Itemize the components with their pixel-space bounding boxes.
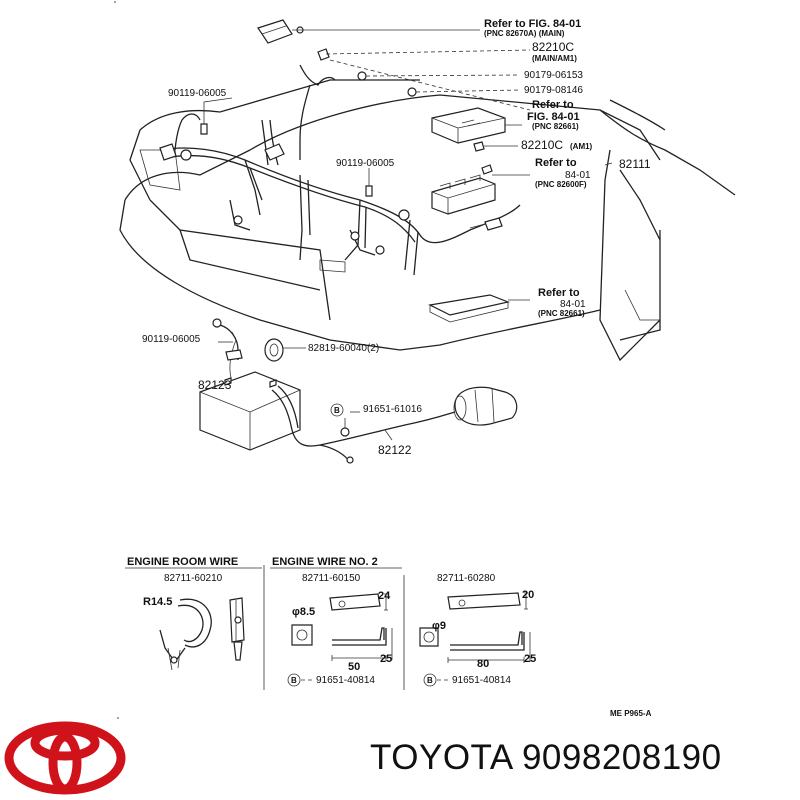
label-82210c-main-sub: (MAIN/AM1) — [532, 54, 577, 63]
label-refer-c-fig: 84-01 — [565, 170, 591, 181]
label-82819: 82819-60040(2) — [308, 343, 379, 354]
detail-section: ENGINE ROOM WIRE ENGINE WIRE NO. 2 82711… — [114, 1, 652, 719]
part-82711-60280: 82711-60280 — [437, 573, 496, 584]
dim-25a: 25 — [380, 653, 392, 665]
dim-dia-8-5: φ8.5 — [292, 606, 315, 618]
part-82711-60210: 82711-60210 — [164, 573, 223, 584]
dim-25b: 25 — [524, 653, 536, 665]
label-82122: 82122 — [378, 443, 412, 457]
label-90119-c: 90119-06005 — [142, 334, 201, 345]
label-refer-d-fig: 84-01 — [560, 299, 586, 310]
nut-90179-08146 — [407, 87, 521, 97]
dim-radius: R14.5 — [143, 596, 172, 608]
starter-cable-82122 — [271, 385, 456, 464]
bolt-90119-b — [365, 168, 373, 197]
label-refer-b-pnc: (PNC 82661) — [532, 122, 579, 131]
heading-engine-wire-no2: ENGINE WIRE NO. 2 — [272, 556, 378, 568]
label-refer-main-pnc: (PNC 82670A) (MAIN) — [484, 29, 565, 38]
clamp-82711-60210: R14.5 — [143, 596, 245, 671]
label-91651-61016: 91651-61016 — [363, 404, 422, 415]
clamp-91651-61016 — [340, 418, 350, 437]
bolt-91651-40814-a: 91651-40814 — [316, 675, 375, 686]
main-connector-82670A — [257, 19, 480, 44]
label-90179-08146: 90179-08146 — [524, 85, 583, 96]
circled-b-2: B — [291, 676, 297, 685]
starter-motor — [453, 386, 518, 426]
lower-block-82661 — [428, 294, 530, 323]
label-circled-b-1: B — [334, 406, 340, 415]
label-82111: 82111 — [619, 157, 651, 171]
sheet-code: ME P965-A — [610, 709, 652, 718]
brand-part-number: TOYOTA 9098208190 — [370, 738, 722, 777]
label-90119-b: 90119-06005 — [336, 158, 395, 169]
toyota-logo-icon — [4, 721, 126, 795]
label-refer-c-pnc: (PNC 82600F) — [535, 180, 587, 189]
fuse-82210c-main — [317, 48, 531, 61]
dim-50: 50 — [348, 661, 360, 673]
heading-engine-room-wire: ENGINE ROOM WIRE — [127, 556, 238, 568]
circled-b-3: B — [427, 676, 433, 685]
label-refer-d-pnc: (PNC 82661) — [538, 309, 585, 318]
label-refer-d: Refer to — [538, 287, 580, 299]
dim-dia-9: φ9 — [432, 620, 446, 632]
label-refer-b: Refer to — [532, 99, 574, 111]
relay-block-82600F — [431, 164, 530, 231]
label-refer-c: Refer to — [535, 157, 577, 169]
clamp-82711-60280: 20 φ9 80 25 — [419, 589, 536, 670]
dim-20: 20 — [522, 589, 534, 601]
label-90179-06153: 90179-06153 — [524, 70, 583, 81]
car-body-outline — [119, 79, 736, 362]
label-82210c-am1: 82210C — [521, 138, 563, 152]
fuse-82210c-am1 — [473, 141, 518, 152]
fuse-block-82661 — [431, 107, 522, 144]
label-90119-a: 90119-06005 — [168, 88, 227, 99]
callout-labels: Refer to FIG. 84-01 (PNC 82670A) (MAIN) … — [142, 18, 651, 457]
dim-80: 80 — [477, 658, 489, 670]
leader-82111 — [604, 162, 613, 166]
label-82123: 82123 — [198, 378, 232, 392]
label-refer-b-fig: FIG. 84-01 — [527, 111, 580, 123]
grommet-82819 — [264, 338, 306, 362]
battery — [199, 331, 301, 451]
engine-room-wire-harness — [159, 64, 521, 276]
clamp-82711-60150: 24 φ8.5 50 25 — [291, 590, 393, 673]
label-refer-main: Refer to FIG. 84-01 — [484, 18, 581, 30]
battery-cable-82123 — [212, 318, 243, 361]
dim-24: 24 — [378, 590, 391, 602]
nut-90179-06153 — [329, 59, 531, 111]
bolt-91651-40814-b: 91651-40814 — [452, 675, 511, 686]
part-82711-60150: 82711-60150 — [302, 573, 361, 584]
label-82210c-main: 82210C — [532, 40, 574, 54]
bolt-90119-a — [200, 97, 233, 135]
label-82210c-am1-sub: (AM1) — [570, 142, 593, 151]
